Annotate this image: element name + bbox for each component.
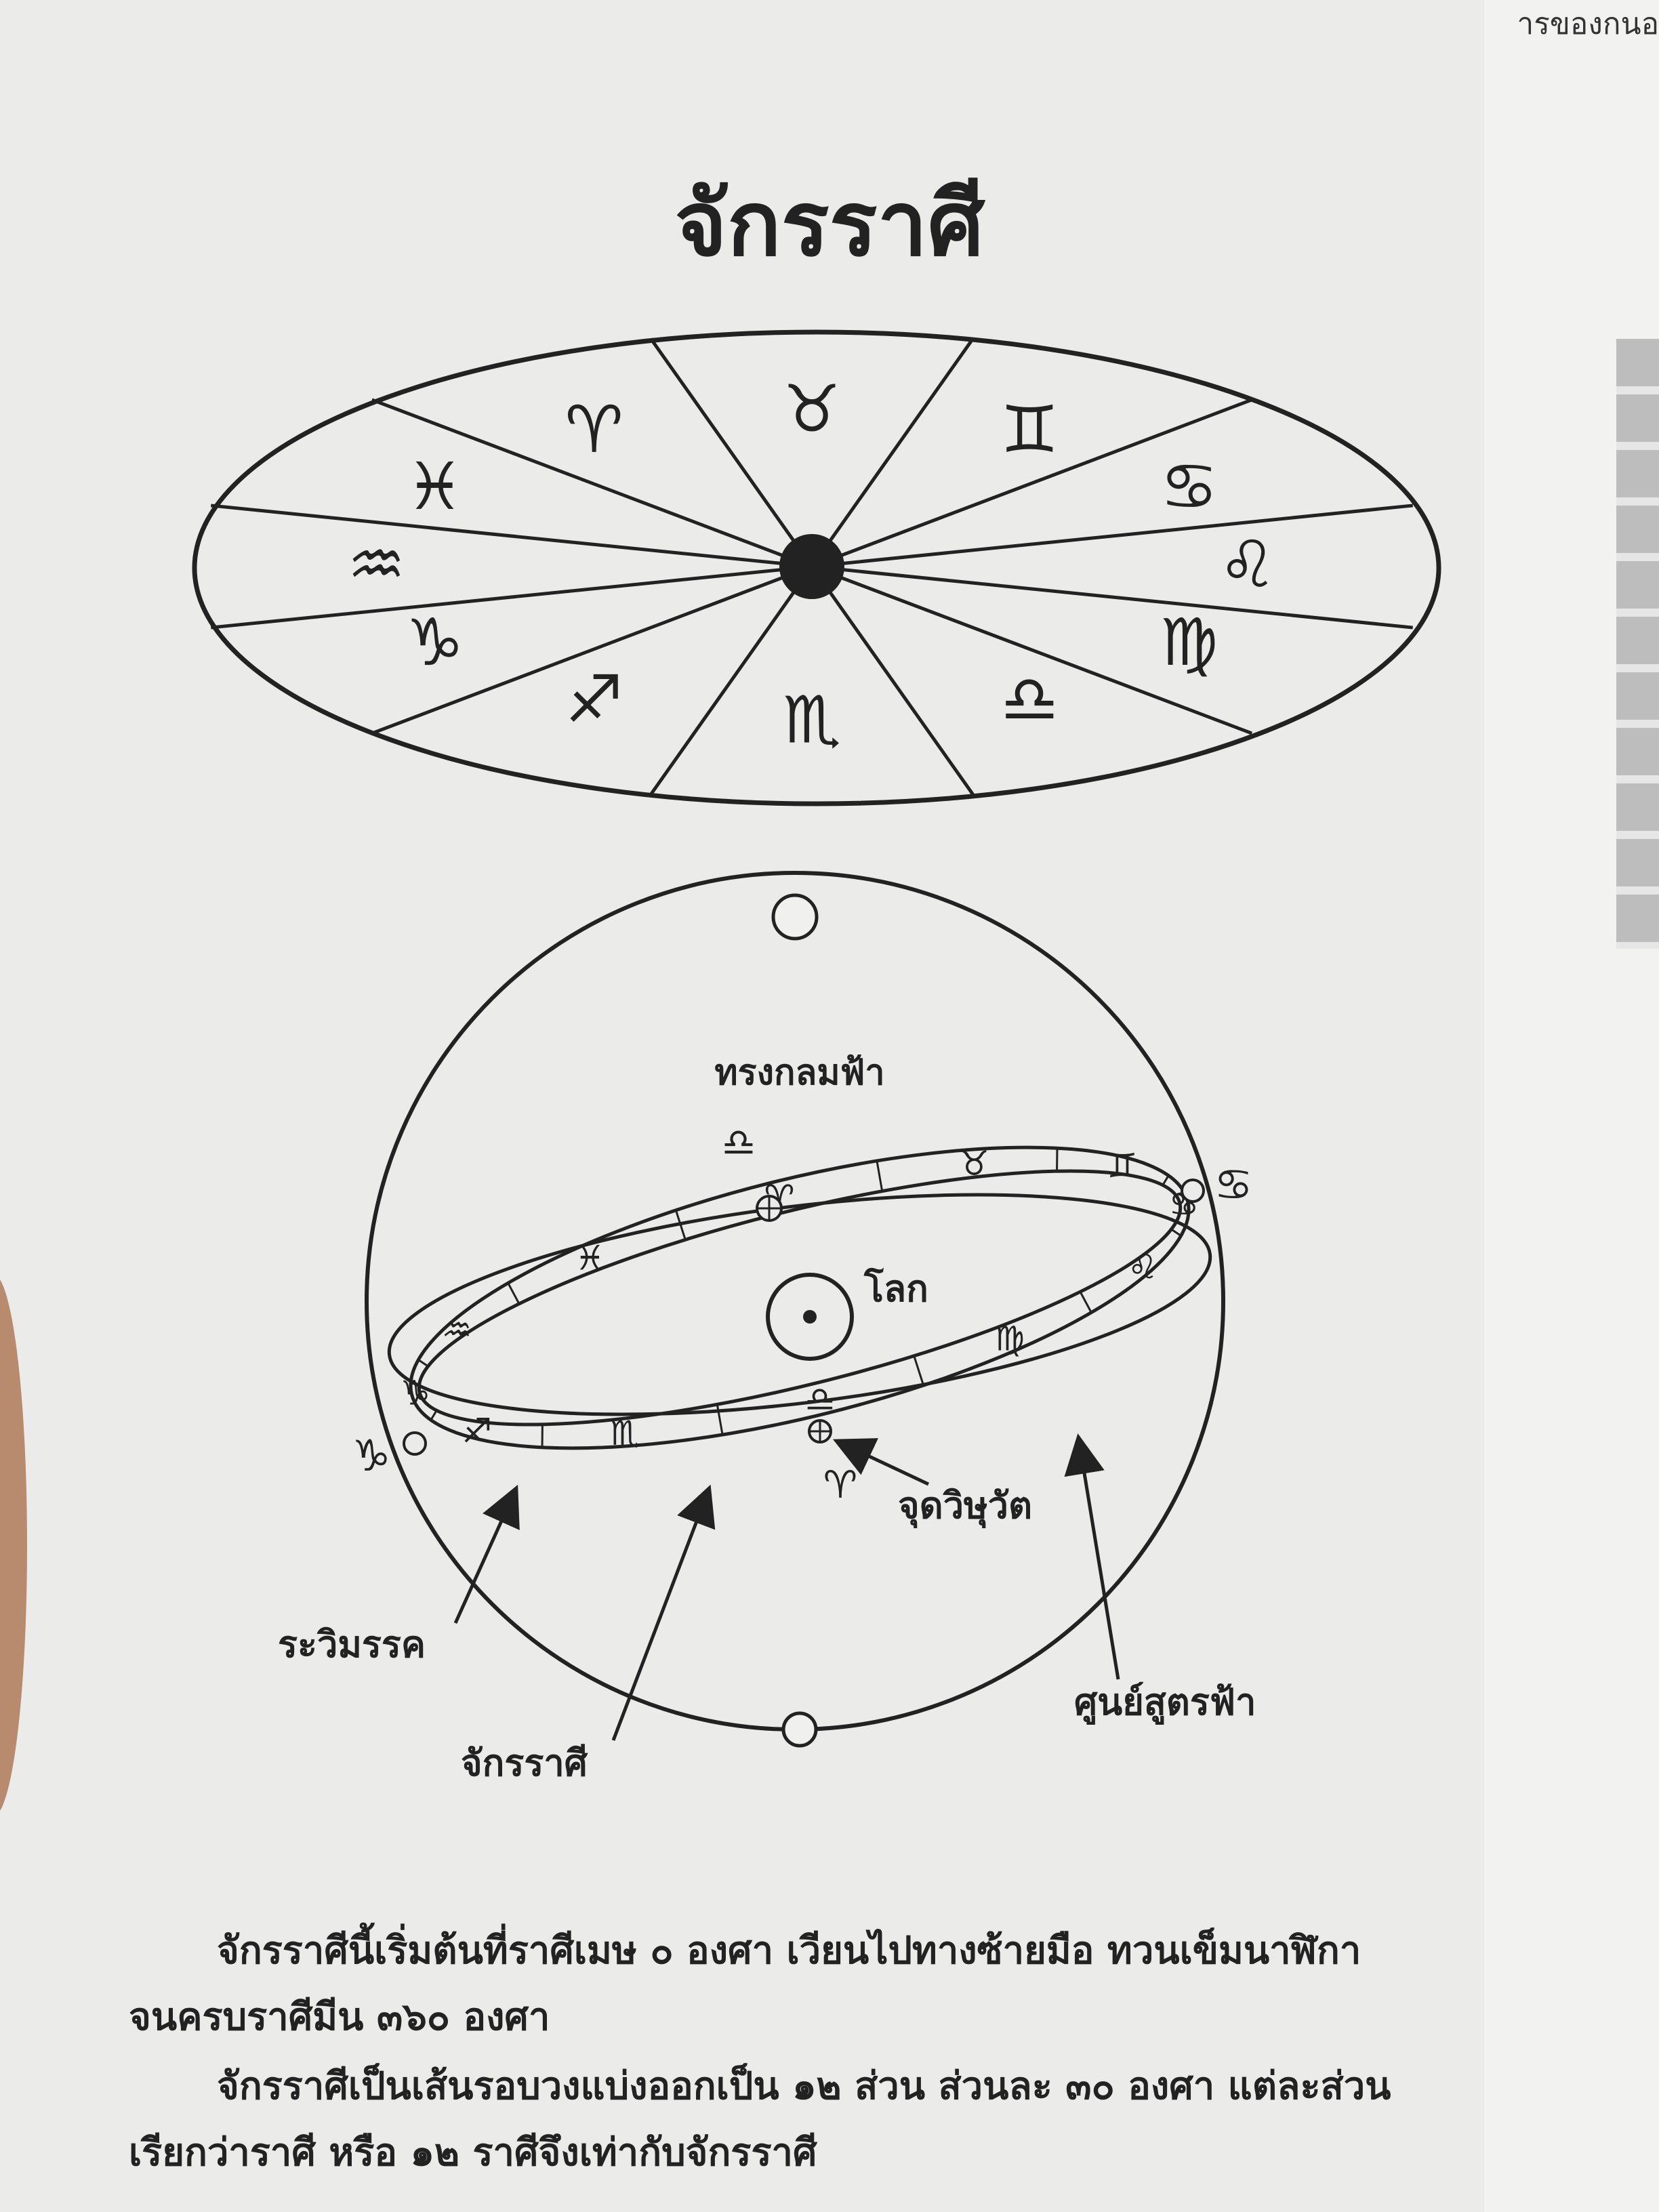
zodiac-wheel: ♈ ♓♒♑ ♐ ♏ ♎ ♍♌♋ ♊ ♉: [192, 329, 1441, 806]
scorpio-icon: ♏: [783, 682, 841, 758]
label-zodiac: จักรราศี: [461, 1742, 588, 1784]
band-sign-glyph: ♑: [401, 1374, 431, 1413]
book-page: [0, 0, 1484, 2212]
wheel-spoke: [371, 565, 813, 735]
band-sign-glyph: ♎: [805, 1380, 836, 1419]
zodiac-band-outer: [409, 1145, 1191, 1450]
band-divider: [876, 1160, 884, 1191]
south-pole-marker: [781, 1711, 818, 1748]
zodiac-band-inner: [417, 1169, 1183, 1427]
earth-center-dot: [803, 1310, 817, 1324]
band-sign-glyph: ♍: [994, 1319, 1025, 1358]
paragraph-2-text: จักรราศีเป็นเส้นรอบวงแบ่งออกเป็น ๑๒ ส่วน…: [129, 2064, 1391, 2175]
band-divider: [1079, 1291, 1092, 1313]
summer-solstice-point: [1181, 1179, 1205, 1203]
paragraph-1-text: จักรราศีนี้เริ่มต้นที่ราศีเมษ ๐ องศา เวี…: [129, 1929, 1361, 2039]
label-equinox: จุดวิษุวัต: [898, 1484, 1032, 1529]
arrow-celestial-equator: [1064, 1433, 1120, 1680]
arrow-equinox: [832, 1438, 930, 1486]
arrow-ecliptic: [453, 1484, 520, 1624]
zodiac-band-glyphs: ♋♌♍♎♏♐♑♒♓♈♉♊: [401, 1144, 1200, 1453]
page-edge-strip: [1616, 339, 1659, 949]
leo-icon: ♌: [1218, 527, 1277, 602]
wheel-spoke: [649, 337, 814, 568]
page-title: จักรราศี: [674, 172, 985, 276]
wheel-sign-glyphs: ♈ ♓♒♑ ♐ ♏ ♎ ♍♌♋ ♊ ♉: [347, 371, 1276, 758]
wheel-spoke: [811, 565, 1253, 735]
label-celestial-equator: ศูนย์สูตรฟ้า: [1074, 1681, 1256, 1725]
wheel-spoke: [811, 398, 1253, 569]
running-header-fragment: ารของกนอ: [1517, 7, 1659, 41]
gemini-icon: ♊: [1000, 392, 1059, 468]
band-divider: [417, 1359, 429, 1368]
zodiac-band-dividers: [417, 1148, 1182, 1448]
band-divider: [507, 1282, 520, 1305]
celestial-sphere: ♋♌♍♎♏♐♑♒♓♈♉♊ ♎ ♋ ♑ ♈ ทรงกลมฟ้า โลก จุดวิ…: [278, 871, 1256, 1784]
earth-symbol: [766, 1273, 854, 1361]
band-divider: [913, 1355, 925, 1386]
aries-outer-glyph: ♈: [823, 1463, 857, 1507]
paragraph-2: จักรราศีเป็นเส้นรอบวงแบ่งออกเป็น ๑๒ ส่วน…: [129, 2053, 1403, 2186]
north-pole-marker: [771, 893, 819, 941]
band-sign-glyph: ♏: [610, 1414, 640, 1453]
winter-solstice-point: [403, 1431, 427, 1456]
taurus-icon: ♉: [783, 371, 841, 447]
band-divider: [1170, 1228, 1182, 1237]
wheel-spoke: [811, 565, 1413, 630]
band-sign-glyph: ♉: [959, 1144, 989, 1183]
band-sign-glyph: ♌: [1128, 1248, 1158, 1287]
label-earth: โลก: [863, 1267, 928, 1310]
sagittarius-icon: ♐: [565, 661, 623, 737]
wheel-spokes: [211, 337, 1413, 796]
band-divider: [430, 1410, 438, 1421]
wheel-spoke: [371, 398, 813, 569]
wheel-spoke: [810, 565, 975, 796]
capricorn-icon: ♑: [405, 605, 464, 680]
sphere-outline: [365, 871, 1225, 1732]
band-sign-glyph: ♐: [462, 1411, 493, 1450]
arrow-zodiac: [611, 1484, 716, 1741]
band-sign-glyph: ♊: [1107, 1147, 1138, 1186]
libra-icon: ♎: [1000, 661, 1059, 737]
wheel-rim: [192, 329, 1441, 806]
wheel-spoke: [811, 504, 1413, 569]
pisces-icon: ♓: [405, 449, 464, 525]
band-sign-glyph: ♒: [441, 1310, 472, 1349]
paragraph-1: จักรราศีนี้เริ่มต้นที่ราศีเมษ ๐ องศา เวี…: [129, 1918, 1403, 2051]
cancer-icon: ♋: [1160, 449, 1218, 525]
wheel-spoke: [810, 337, 975, 568]
aries-icon: ♈: [565, 392, 623, 468]
virgo-icon: ♍: [1160, 605, 1218, 680]
celestial-equator: [387, 1193, 1212, 1416]
wheel-spoke: [211, 565, 813, 630]
label-ecliptic: ระวิมรรค: [278, 1623, 426, 1666]
band-sign-glyph: ♓: [575, 1239, 605, 1278]
libra-outer-glyph: ♎: [722, 1121, 756, 1165]
band-divider: [1162, 1174, 1170, 1186]
cancer-outer-glyph: ♋: [1214, 1160, 1252, 1210]
aquarius-icon: ♒: [347, 527, 405, 602]
band-divider: [716, 1404, 724, 1435]
capricorn-outer-glyph: ♑: [352, 1431, 390, 1481]
band-divider: [674, 1210, 687, 1240]
wheel-hub: [779, 534, 844, 599]
wheel-spoke: [649, 565, 814, 796]
label-celestial-sphere: ทรงกลมฟ้า: [714, 1052, 884, 1093]
wheel-spoke: [211, 504, 813, 569]
